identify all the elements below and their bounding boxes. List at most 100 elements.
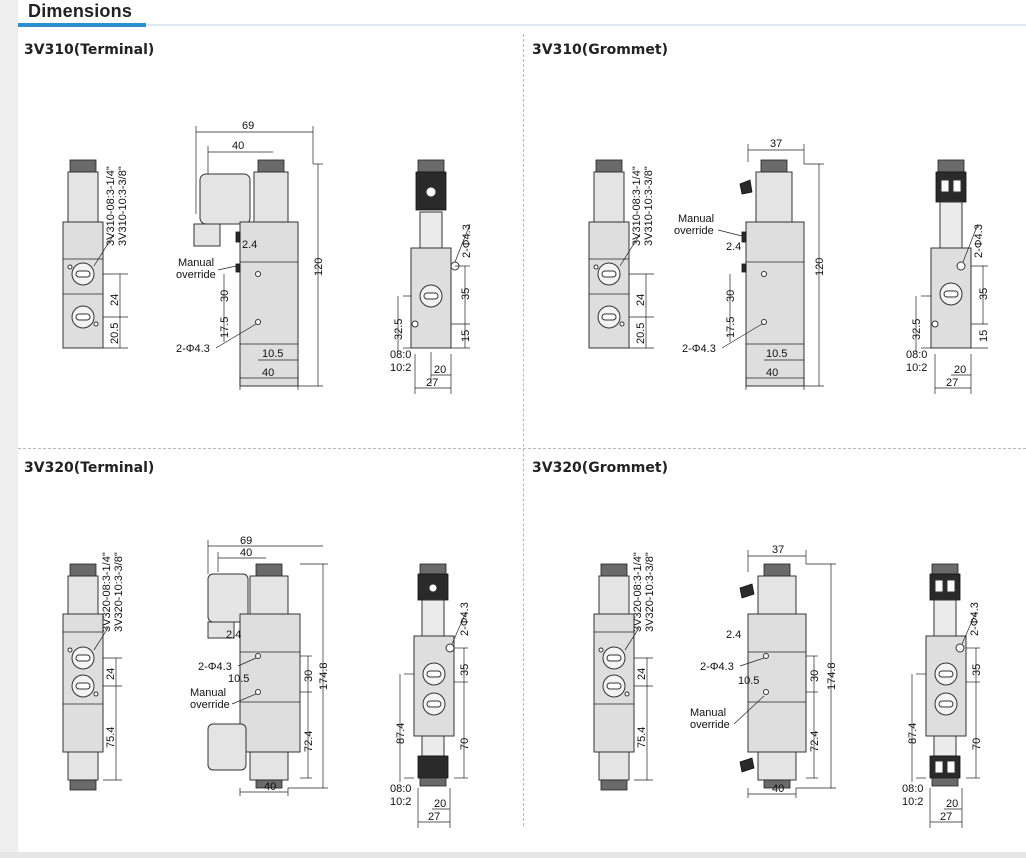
dim-label: 32.5 [911,319,923,340]
dim-label: 35 [459,664,471,676]
dim-label: 30 [219,290,231,302]
dim-label: 70 [459,738,471,750]
coil-cap [69,159,97,173]
drawing-3v310-grommet: 3V310-08:3-1/4" 3V310-10:3-3/8" 24 20.5 … [588,138,990,394]
coil-cap [600,779,628,791]
coil-cap [931,777,959,787]
dim-label: 35 [460,288,472,300]
panel-3v320-terminal: 3V320(Terminal) [18,452,523,852]
dim-label: 20 [954,364,966,376]
dim-label: 87.4 [907,723,919,744]
manual-override-label: override [690,719,730,731]
front-view: 3V320-08:3-1/4" 3V320-10:3-3/8" 24 75.4 [62,552,125,791]
drawing-3v320-grommet: 3V320-08:3-1/4" 3V320-10:3-3/8" 24 75.4 … [593,544,983,828]
coil [253,171,289,223]
dim-label: 27 [426,377,438,389]
dim-label: 20.5 [109,323,121,344]
coil-cap [760,159,788,173]
end-view: 2-Φ4.3 35 70 87.4 08:0 10:2 20 27 [390,563,471,828]
page-title: Dimensions [28,1,133,21]
hole-label: 2-Φ4.3 [461,224,473,258]
dim-label: 40 [264,781,276,793]
front-view: 3V310-08:3-1/4" 3V310-10:3-3/8" 24 20.5 [588,159,655,349]
coil [249,575,289,615]
dim-label: 87.4 [395,723,407,744]
coil-body [939,201,963,249]
panel-3v310-terminal: 3V310(Terminal) 3V310-08:3-1/ [18,34,523,448]
port-label: 3V310-10:3-3/8" [117,166,129,246]
dim-label: 10.5 [738,675,759,687]
dim-label: 08:0 [390,783,411,795]
drawing-3v310-terminal: 3V310-08:3-1/4" 3V310-10:3-3/8" 24 20.5 … [62,120,473,394]
grommet-cable [739,179,753,195]
manual-override-label: override [190,699,230,711]
valve-body [239,613,301,753]
coil-body [933,735,957,757]
dim-label: 27 [940,811,952,823]
dim-label: 37 [770,138,782,150]
coil-cap [763,563,791,577]
dim-label: 10.5 [766,348,787,360]
drawing-3v320-terminal: 3V320-08:3-1/4" 3V320-10:3-3/8" 24 75.4 … [62,535,471,828]
dim-label: 10:2 [390,362,411,374]
port-label: 3V320-10:3-3/8" [644,552,656,632]
connector-body [421,735,445,757]
manual-override-button [235,231,241,243]
dim-label: 30 [809,670,821,682]
dim-label: 174.8 [826,662,838,690]
port-label: 3V320-08:3-1/4" [101,552,113,632]
end-view: 2-Φ4.3 35 15 32.5 08:0 10:2 20 27 [906,159,990,394]
dim-label: 75.4 [105,727,117,748]
vertical-divider [523,34,524,826]
valve-body [413,635,455,737]
panel-title: 3V320(Grommet) [532,460,668,476]
manual-override-label: override [176,269,216,281]
grommet-cable [739,583,755,599]
coil-cap [69,563,97,577]
dim-label: 75.4 [636,727,648,748]
header-accent-bar [18,23,146,27]
hole-label: 2-Φ4.3 [459,602,471,636]
dim-label: 35 [971,664,983,676]
front-view: 3V320-08:3-1/4" 3V320-10:3-3/8" 24 75.4 [593,552,656,791]
hole-label: 2-Φ4.3 [176,343,210,355]
side-view: 37 120 Manual override 2.4 [674,138,826,390]
side-view: 69 40 120 2.4 Manual [176,120,325,390]
coil-body [933,599,957,637]
dim-label: 24 [109,294,121,306]
connector-body [419,211,443,249]
dim-label: 15 [460,330,472,342]
coil-cap [255,779,283,789]
dim-label: 32.5 [393,319,405,340]
connector-plug [193,223,221,247]
coil-cap [763,779,791,789]
section-header: Dimensions [18,0,1026,30]
dim-label: 2.4 [726,629,741,641]
valve-body [239,221,299,387]
side-view: 69 40 40 2.4 2- [190,535,330,796]
end-view: 2-Φ4.3 35 70 87.4 08:0 10:2 20 27 [902,563,983,828]
dim-label: 27 [428,811,440,823]
dim-label: 120 [313,258,325,276]
dim-label: 20.5 [635,323,647,344]
panel-title: 3V310(Terminal) [24,42,155,58]
dim-label: 20 [946,798,958,810]
coil [249,751,289,781]
manual-override-label: Manual [690,707,726,719]
hole-label: 2-Φ4.3 [198,661,232,673]
terminal-connector [199,173,251,225]
dim-label: 30 [303,670,315,682]
port-label: 3V310-10:3-3/8" [643,166,655,246]
hole-label: 2-Φ4.3 [682,343,716,355]
terminal-connector [207,723,247,771]
coil [755,171,793,223]
coil-cap [595,159,623,173]
panel-3v310-grommet: 3V310(Grommet) 3V310-08:3-1/4 [526,34,1026,448]
dim-label: 37 [772,544,784,556]
port-label: 3V310-08:3-1/4" [631,166,643,246]
front-view: 3V310-08:3-1/4" 3V310-10:3-3/8" 24 20.5 [62,159,129,349]
dim-label: 17.5 [219,317,231,338]
coil-cap [419,563,447,575]
coil-cap [600,563,628,577]
